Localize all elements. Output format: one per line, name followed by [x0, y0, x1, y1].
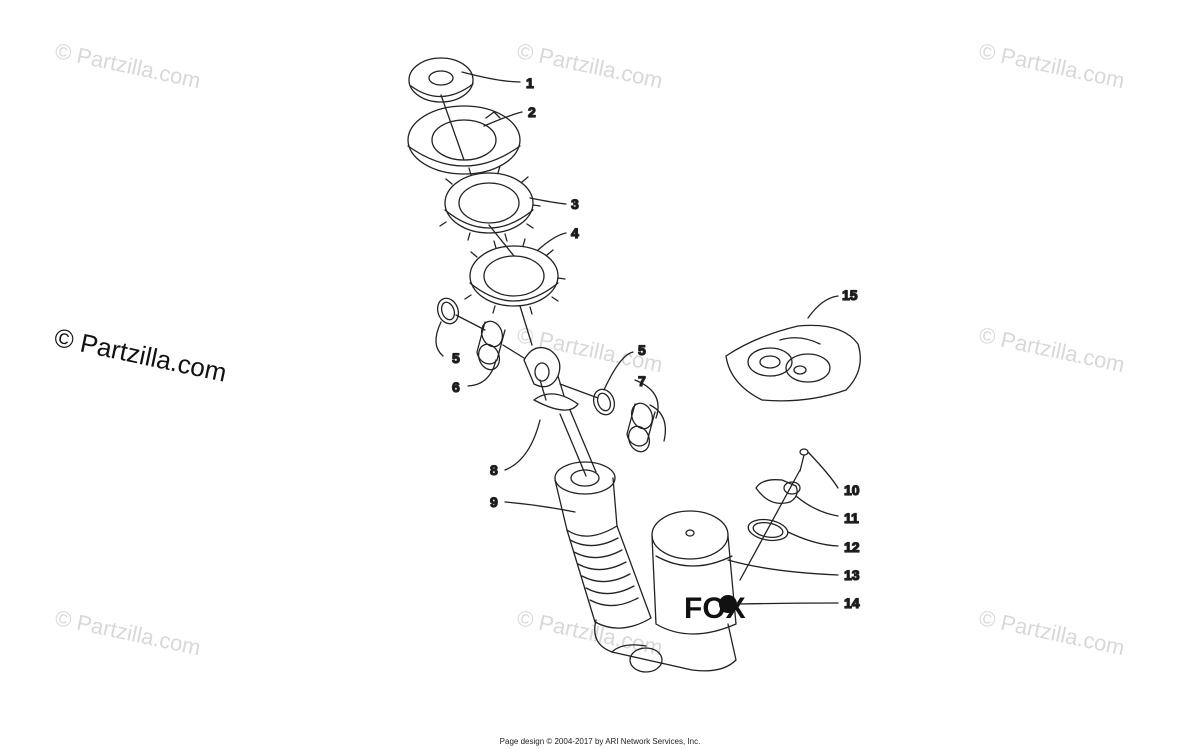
leader-line	[502, 344, 525, 359]
callout-12[interactable]: 12	[843, 538, 860, 555]
part-9-shock-body[interactable]	[554, 461, 737, 673]
part-7-bushing[interactable]	[625, 400, 667, 454]
callout-leaders	[435, 71, 839, 605]
leader-line	[488, 224, 515, 257]
part-10-screw[interactable]	[799, 448, 809, 472]
leader-line	[519, 305, 533, 346]
part-14-logo-decal[interactable]: FOX	[684, 592, 746, 625]
part-3-lock-nut[interactable]	[439, 165, 541, 242]
callout-10[interactable]: 10	[843, 481, 860, 498]
part-5-washer-right[interactable]	[590, 386, 618, 417]
callout-5-right[interactable]: 5	[637, 341, 646, 358]
callout-1[interactable]: 1	[525, 74, 534, 91]
fox-logo-text: FOX	[684, 592, 746, 625]
part-13-reservoir[interactable]	[651, 510, 737, 635]
callout-2[interactable]: 2	[527, 103, 536, 120]
part-5-washer-left[interactable]	[434, 295, 462, 326]
callout-11[interactable]: 11	[843, 509, 859, 526]
part-11-knob[interactable]	[755, 479, 801, 505]
part-12-o-ring[interactable]	[747, 517, 790, 544]
callout-6[interactable]: 6	[451, 378, 460, 395]
callout-15[interactable]: 15	[841, 286, 858, 303]
callout-7[interactable]: 7	[637, 372, 646, 389]
callout-14[interactable]: 14	[843, 594, 860, 611]
leader-line	[440, 94, 465, 161]
leader-line	[739, 469, 801, 581]
callout-3[interactable]: 3	[570, 195, 579, 212]
callout-4[interactable]: 4	[570, 224, 579, 241]
part-8-shock-shaft[interactable]	[523, 346, 597, 477]
leader-line	[455, 314, 486, 331]
callout-9[interactable]: 9	[489, 493, 498, 510]
callout-13[interactable]: 13	[843, 566, 860, 583]
page-footer: Page design © 2004-2017 by ARI Network S…	[499, 737, 701, 746]
callout-8[interactable]: 8	[489, 461, 498, 478]
part-2-retainer[interactable]	[407, 105, 521, 175]
leader-line	[559, 383, 599, 399]
callout-5-left[interactable]: 5	[451, 349, 460, 366]
part-4-adjuster-nut[interactable]	[464, 238, 566, 315]
part-15-decal-sheet[interactable]	[725, 324, 861, 402]
part-6-bushing[interactable]	[475, 318, 506, 372]
